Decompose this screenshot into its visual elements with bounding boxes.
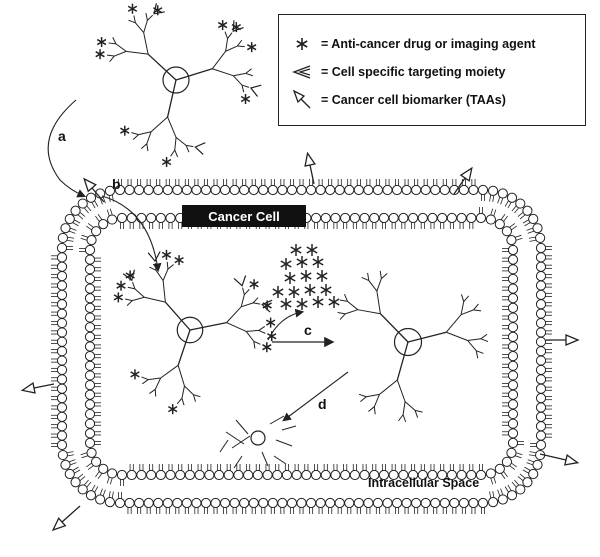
fragment-branch [262, 452, 268, 466]
drug-asterisk-icon [297, 298, 307, 310]
fragment-branch [282, 426, 296, 430]
targeting-moiety-icon [234, 275, 246, 285]
outer-lipid-layer [51, 179, 552, 514]
degraded-dendrimer-fragments [220, 416, 296, 468]
step-label-b: b [112, 176, 121, 192]
legend: = Anti-cancer drug or imaging agent = Ce… [278, 14, 586, 126]
fragment-branch [276, 440, 292, 446]
biomarker-receptor [53, 506, 80, 530]
drug-asterisk-icon [313, 256, 323, 268]
fragment-branch [234, 456, 242, 468]
legend-item-targeting: = Cell specific targeting moiety [285, 61, 505, 83]
step-label-c: c [304, 322, 312, 338]
drug-asterisk-icon [168, 404, 177, 414]
legend-label-targeting: = Cell specific targeting moiety [321, 65, 505, 79]
fragment-branch [274, 456, 286, 464]
drug-asterisk-icon [266, 318, 275, 328]
drug-asterisk-icon [97, 37, 106, 47]
drug-asterisk-icon [131, 369, 140, 379]
receptor-arrow-icon [285, 89, 319, 111]
legend-label-biomarker: = Cancer cell biomarker (TAAs) [321, 93, 506, 107]
fragment-branch [270, 416, 284, 424]
drug-asterisk-icon [114, 292, 123, 302]
drug-asterisk-icon [273, 286, 283, 298]
drug-asterisk-icon [285, 272, 295, 284]
legend-label-drug: = Anti-cancer drug or imaging agent [321, 37, 536, 51]
drug-asterisk-icon [307, 244, 317, 256]
drug-asterisk-icon [281, 298, 291, 310]
drug-asterisk-icon [305, 284, 315, 296]
targeting-moiety-icon [251, 85, 261, 96]
drug-asterisk-icon [120, 126, 129, 136]
drug-asterisk-icon [313, 296, 323, 308]
drug-asterisk-icon [289, 286, 299, 298]
step-label-d: d [318, 396, 327, 412]
released-drug-cluster [273, 244, 339, 310]
fragment-core [251, 431, 265, 445]
drug-asterisk-icon [247, 42, 256, 52]
arrow-b [102, 196, 158, 270]
drug-asterisk-icon [162, 250, 171, 260]
drug-asterisk-icon [218, 20, 227, 30]
drug-asterisk-icon [250, 279, 259, 289]
fragment-branch [220, 440, 228, 452]
outer-dendrimer [96, 3, 262, 167]
drug-asterisk-icon [175, 255, 184, 265]
drug-asterisk-icon [281, 258, 291, 270]
cancer-cell-label: Cancer Cell [182, 205, 306, 227]
intracellular-space-label: Intracellular Space [368, 476, 479, 490]
cell-membrane [51, 179, 552, 514]
drug-asterisk-icon [317, 270, 327, 282]
asterisk-icon [285, 33, 319, 55]
drug-asterisk-icon [162, 157, 171, 167]
drug-asterisk-icon [263, 342, 272, 352]
arrow-a [48, 100, 84, 196]
empty-dendrimer [338, 271, 488, 422]
drug-asterisk-icon [241, 94, 250, 104]
fragment-branch [236, 420, 248, 434]
drug-asterisk-icon [128, 4, 137, 14]
inner-lipid-layer [79, 207, 524, 486]
biomarker-receptor [540, 454, 578, 465]
biomarker-receptor [305, 153, 315, 184]
drug-asterisk-icon [301, 270, 311, 282]
drug-free-dendrimer [338, 271, 488, 422]
drug-asterisk-icon [117, 281, 126, 291]
targeting-moiety-icon [195, 143, 205, 155]
drug-asterisk-icon [329, 296, 339, 308]
drug-asterisk-icon [96, 49, 105, 59]
biomarker-receptor [22, 383, 54, 393]
step-label-a: a [58, 128, 66, 144]
chevron-targeting-icon [285, 61, 319, 83]
arrow-d [284, 372, 348, 420]
internalized-dendrimer [114, 250, 276, 414]
legend-item-biomarker: = Cancer cell biomarker (TAAs) [285, 89, 506, 111]
targeted-dendrimer-outside [96, 3, 262, 167]
legend-item-drug: = Anti-cancer drug or imaging agent [285, 33, 536, 55]
drug-asterisk-icon [297, 256, 307, 268]
drug-asterisk-icon [321, 284, 331, 296]
inner-dendrimer [114, 250, 276, 414]
drug-asterisk-icon [291, 244, 301, 256]
